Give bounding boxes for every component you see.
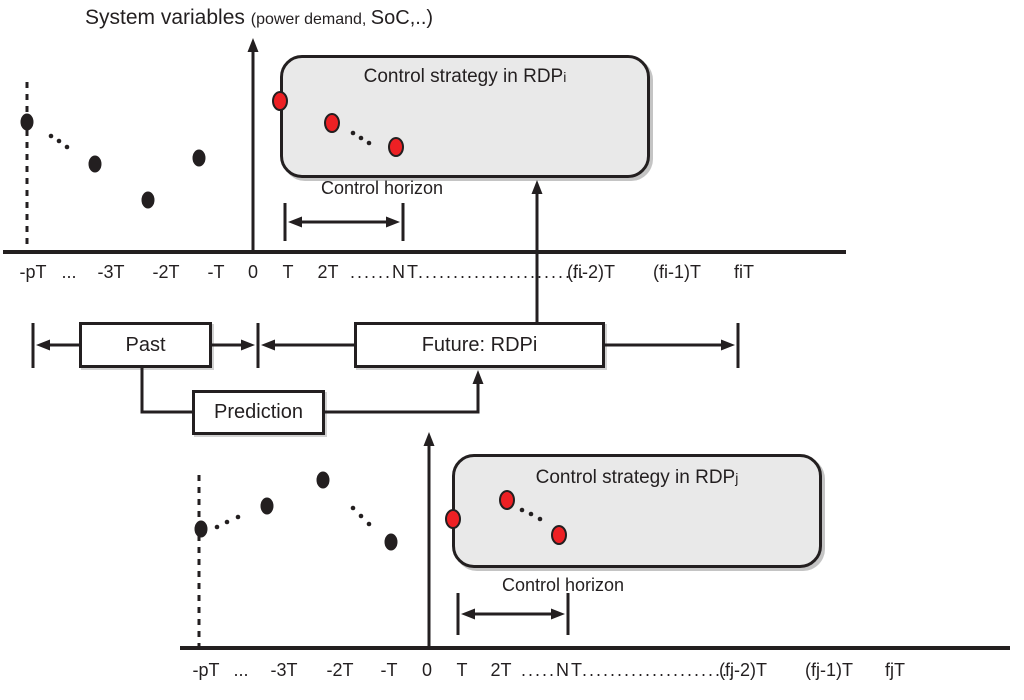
arrowhead-left [261, 339, 275, 351]
axis-tick-label: -2T [326, 660, 354, 680]
arrowhead-up [531, 180, 543, 194]
past-box: Past [79, 322, 212, 368]
axis-tick-label: -pT [192, 660, 220, 680]
control-point-red [324, 113, 340, 133]
axis-tick-label: 0 [421, 660, 433, 680]
arrowhead-up [472, 370, 484, 384]
axis-tick-label: T [456, 660, 468, 680]
prediction-to-future-connector [325, 382, 480, 414]
control-strategy-rdpj-sub: j [735, 470, 739, 486]
data-point [260, 497, 274, 515]
axis-tick-label: (fj-2)T [719, 660, 767, 680]
axis-tick-label: -3T [97, 262, 125, 282]
arrowhead-left [36, 339, 50, 351]
title-soc: SoC,..) [370, 7, 434, 29]
ellipsis-dot [358, 135, 364, 141]
ellipsis-dot [214, 524, 220, 530]
ellipsis-dot [528, 511, 534, 517]
control-point-red [499, 490, 515, 510]
title-main: System variables [85, 6, 251, 29]
ellipsis-dot [64, 144, 70, 150]
arrowhead-left [288, 216, 302, 228]
past-label: Past [125, 333, 166, 356]
diagram-title: System variables (power demand, SoC,..) [85, 6, 433, 30]
data-point [384, 533, 398, 551]
control-point-red [272, 91, 288, 111]
prediction-box: Prediction [192, 390, 325, 435]
prediction-label: Prediction [214, 401, 303, 423]
axis-tick-label: fiT [734, 262, 754, 282]
ellipsis-dot [56, 138, 62, 144]
axis-tick-label: (fi-2)T [567, 262, 615, 282]
data-point [194, 520, 208, 538]
top-y-axis-arrowhead [247, 38, 259, 52]
axis-tick-label: 0 [247, 262, 259, 282]
arrowhead-right [241, 339, 255, 351]
axis-tick-label: -pT [19, 262, 47, 282]
future-rdpi-label: Future: RDPi [421, 333, 538, 356]
ellipsis-dot [235, 514, 241, 520]
axis-tick-label: ......NT........................ [350, 262, 587, 282]
data-point [316, 471, 330, 489]
axis-tick-label: ... [61, 262, 77, 282]
title-paren: (power demand, [250, 11, 371, 28]
control-horizon-label-top: Control horizon [320, 178, 444, 198]
arrowhead-right [551, 608, 565, 620]
data-point [192, 149, 206, 167]
ellipsis-dot [537, 516, 543, 522]
future-rdpi-box: Future: RDPi [354, 322, 605, 368]
control-strategy-rdpi-sub: i [563, 69, 567, 85]
control-strategy-rdpi-box: Control strategy in RDPi [280, 55, 650, 178]
ellipsis-dot [358, 513, 364, 519]
axis-tick-label: .....NT...................... [521, 660, 737, 680]
ellipsis-dot [366, 521, 372, 527]
control-horizon-label-bottom: Control horizon [501, 575, 625, 595]
axis-tick-label: 2T [317, 262, 339, 282]
axis-tick-label: ... [233, 660, 249, 680]
ellipsis-dot [350, 130, 356, 136]
axis-tick-label: 2T [490, 660, 512, 680]
control-point-red [388, 137, 404, 157]
control-strategy-rdpj-box: Control strategy in RDPj [452, 454, 822, 568]
axis-tick-label: -T [207, 262, 225, 282]
axis-tick-label: (fj-1)T [805, 660, 853, 680]
data-point [88, 155, 102, 173]
control-strategy-rdpj-label: Control strategy in RDP [535, 467, 736, 488]
control-point-red [445, 509, 461, 529]
axis-tick-label: -2T [152, 262, 180, 282]
arrowhead-right [386, 216, 400, 228]
control-strategy-rdpi-label: Control strategy in RDP [363, 66, 564, 87]
axis-tick-label: fjT [885, 660, 905, 680]
axis-tick-label: T [282, 262, 294, 282]
ellipsis-dot [48, 133, 54, 139]
axis-tick-label: -T [380, 660, 398, 680]
axis-tick-label: (fi-1)T [653, 262, 701, 282]
data-point [20, 113, 34, 131]
arrowhead-left [461, 608, 475, 620]
control-point-red [551, 525, 567, 545]
ellipsis-dot [366, 140, 372, 146]
past-to-prediction-connector [140, 367, 192, 414]
axis-tick-label: -3T [270, 660, 298, 680]
bottom-y-axis-arrowhead [423, 432, 435, 446]
data-point [141, 191, 155, 209]
ellipsis-dot [519, 507, 525, 513]
arrowhead-right [721, 339, 735, 351]
ellipsis-dot [350, 505, 356, 511]
ellipsis-dot [224, 519, 230, 525]
